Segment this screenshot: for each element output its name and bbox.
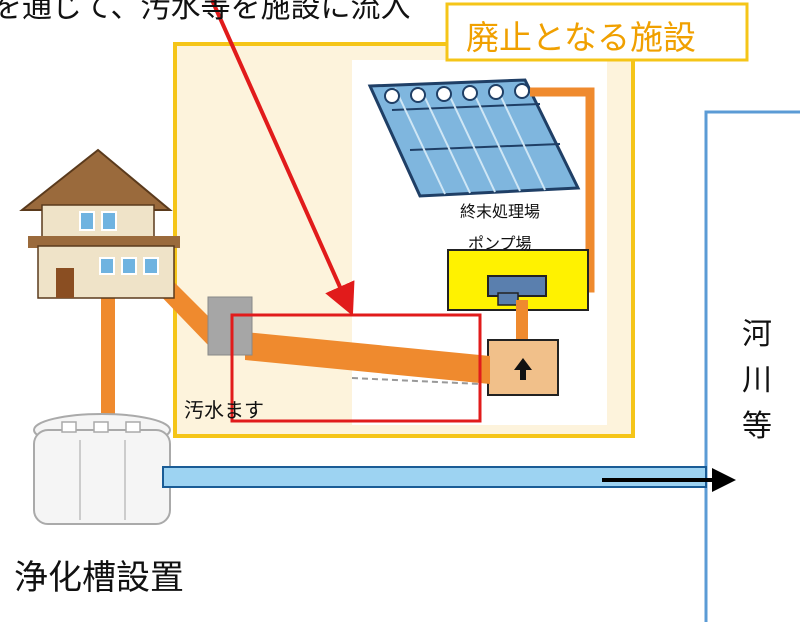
river-label: 河川等: [742, 317, 772, 444]
treatment-plant-label: 終末処理場: [460, 202, 541, 221]
dashed-old-line: [351, 377, 481, 385]
septic-tank-label: 浄化槽設置: [14, 558, 184, 598]
pump-station-icon: [447, 249, 589, 348]
river-border: [704, 110, 800, 622]
highlight-box: [230, 313, 482, 423]
abolished-facility-label: 廃止となる施設: [466, 18, 697, 57]
sewage-basin-icon: [207, 296, 253, 356]
pump-station-label: ポンプ場: [468, 234, 532, 253]
pump-tank: [487, 339, 559, 396]
top-caption: を通じて、汚水等を施設に流入: [0, 0, 411, 25]
abolished-facility-label-box: [445, 2, 749, 62]
house-to-septic-pipe: [101, 290, 115, 422]
septic-tank-icon: [33, 413, 171, 525]
sewage-pipe: [245, 332, 490, 384]
treatment-plant-icon: [367, 78, 581, 198]
highlight-arrow: [210, 0, 355, 316]
house-icon: [19, 148, 180, 299]
discharge-pipe: [162, 466, 707, 488]
sewage-basin-label: 汚水ます: [184, 398, 264, 422]
